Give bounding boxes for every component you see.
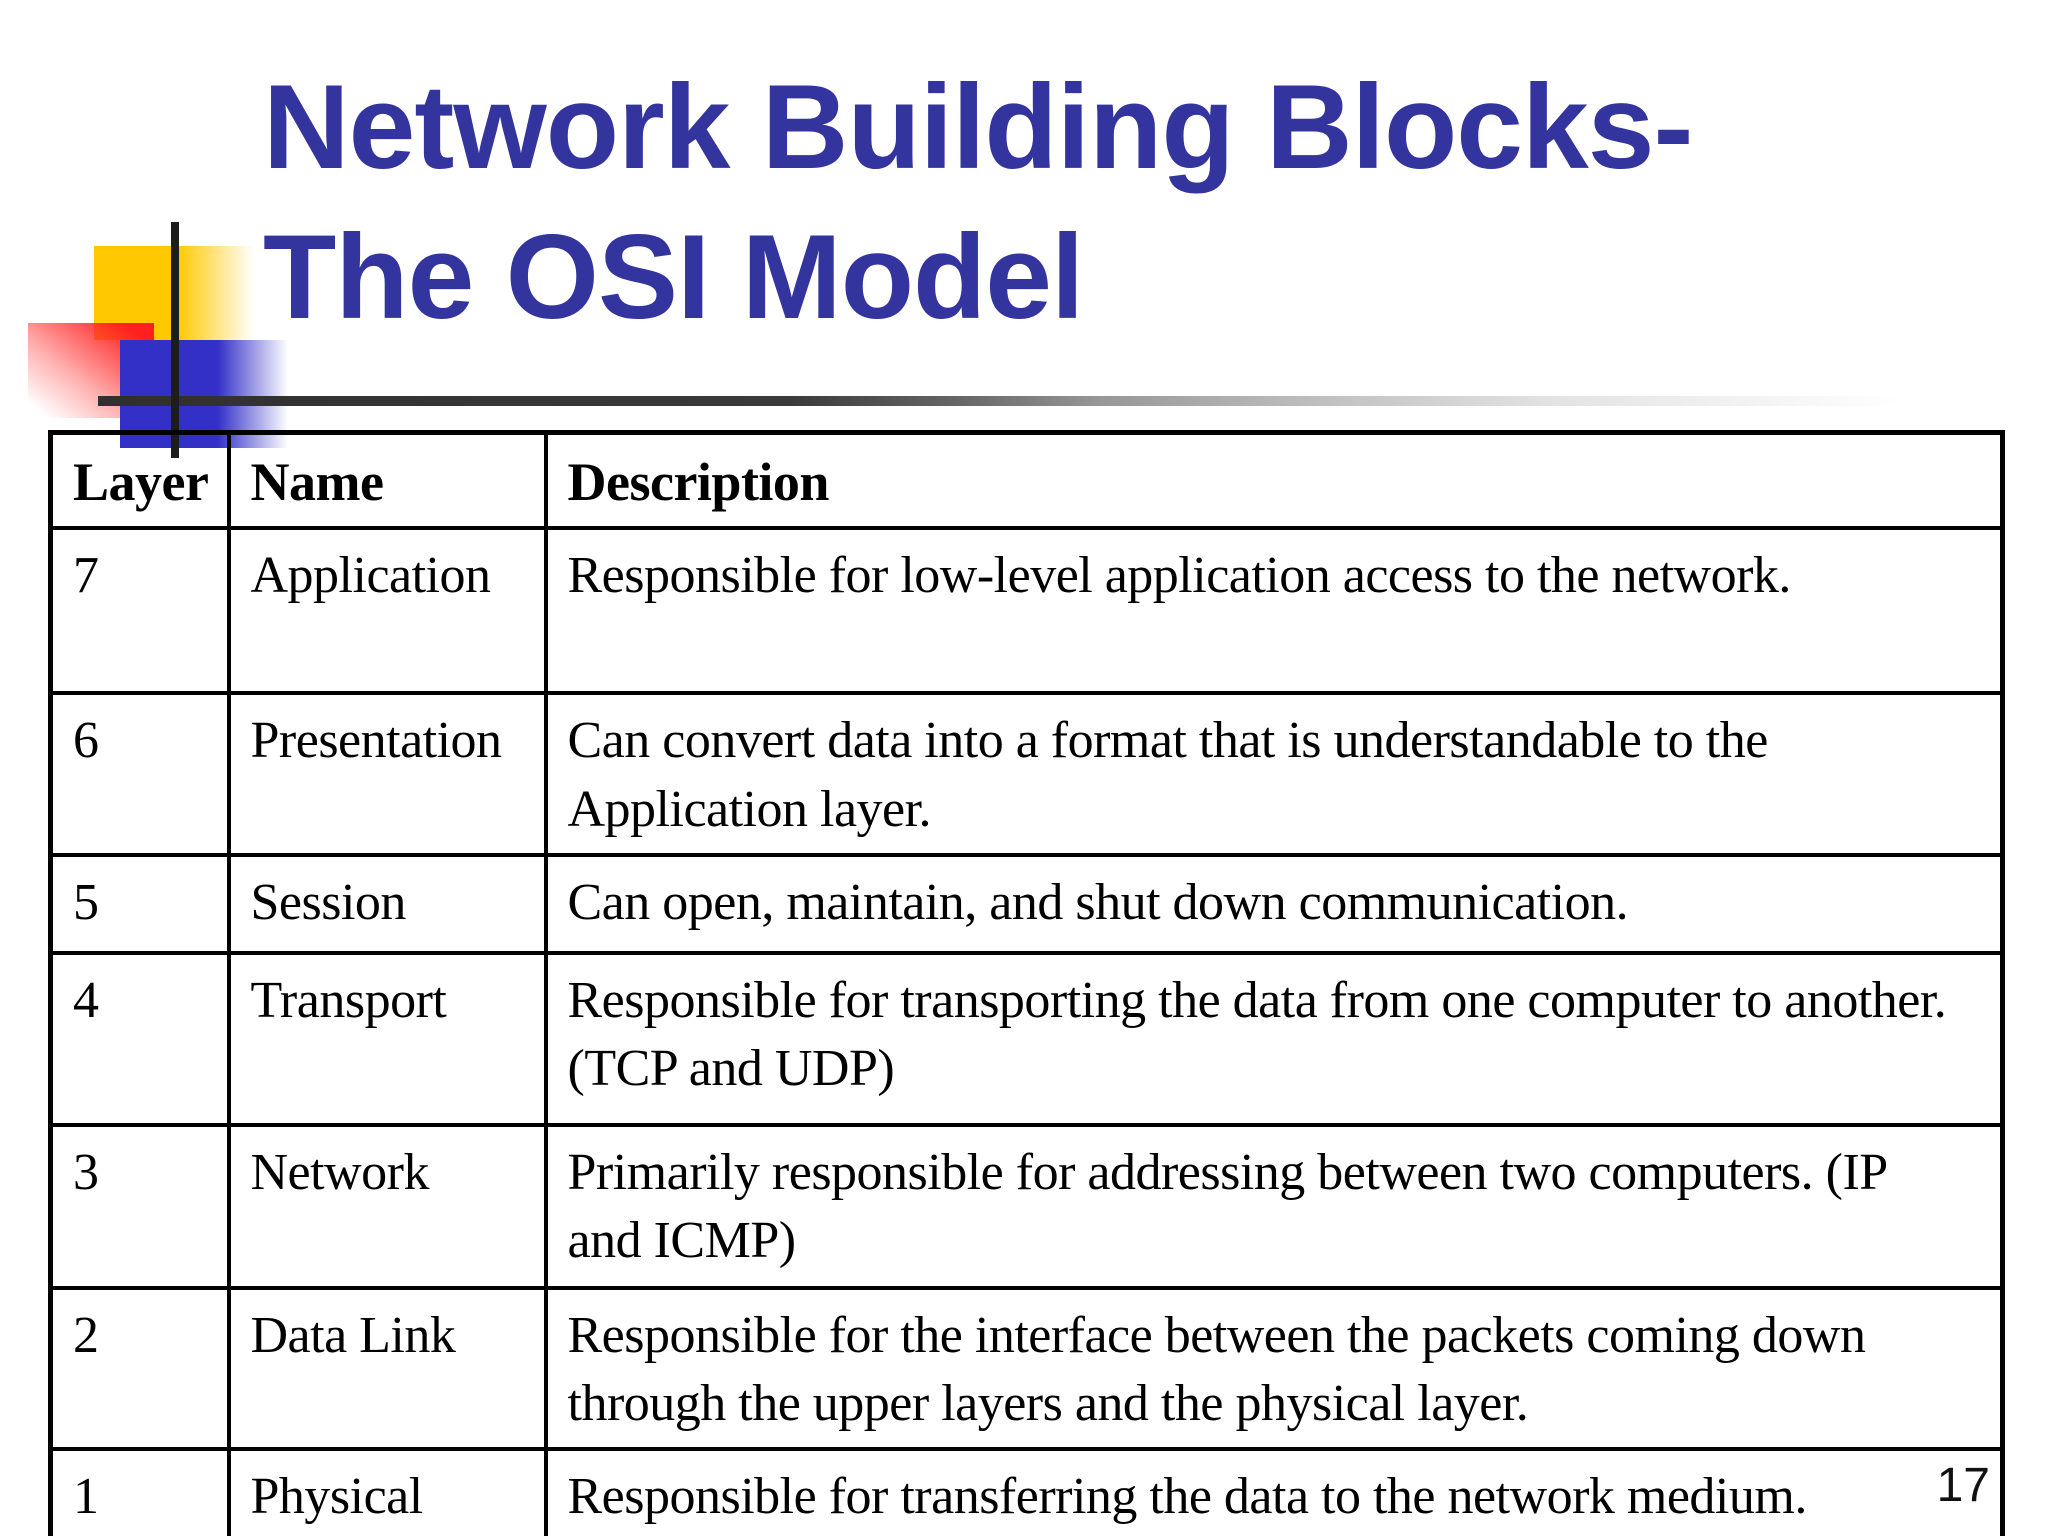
layer-number: 2 — [48, 1285, 231, 1451]
table-row: 7 Application Responsible for low-level … — [48, 526, 2005, 696]
layer-description: Responsible for low-level application ac… — [543, 526, 2005, 696]
layer-description: Can open, maintain, and shut down commun… — [543, 852, 2005, 955]
layer-description: Primarily responsible for addressing bet… — [543, 1122, 2005, 1290]
layer-number: 1 — [48, 1446, 231, 1536]
table-header-row: Layer Name Description — [48, 430, 2005, 531]
layer-description: Responsible for transporting the data fr… — [543, 950, 2005, 1127]
layer-number: 7 — [48, 526, 231, 696]
layer-number: 6 — [48, 691, 231, 857]
layer-number: 5 — [48, 852, 231, 955]
layer-name: Data Link — [226, 1285, 548, 1451]
table-row: 6 Presentation Can convert data into a f… — [48, 691, 2005, 857]
table-row: 2 Data Link Responsible for the interfac… — [48, 1285, 2005, 1451]
osi-model-table: Layer Name Description 7 Application Res… — [48, 430, 2005, 1536]
table-row: 5 Session Can open, maintain, and shut d… — [48, 852, 2005, 955]
column-header-layer: Layer — [48, 430, 231, 531]
slide-title: Network Building Blocks- The OSI Model — [263, 52, 1693, 352]
decoration-vertical-line — [171, 222, 179, 458]
layer-description: Responsible for the interface between th… — [543, 1285, 2005, 1451]
slide-title-line1: Network Building Blocks- — [263, 60, 1693, 194]
layer-number: 3 — [48, 1122, 231, 1290]
slide-title-line2: The OSI Model — [263, 210, 1084, 344]
table-row: 1 Physical Responsible for transferring … — [48, 1446, 2005, 1536]
layer-name: Physical — [226, 1446, 548, 1536]
decoration-horizontal-rule — [98, 396, 1918, 406]
layer-name: Application — [226, 526, 548, 696]
layer-name: Presentation — [226, 691, 548, 857]
layer-name: Session — [226, 852, 548, 955]
table-row: 3 Network Primarily responsible for addr… — [48, 1122, 2005, 1290]
column-header-name: Name — [226, 430, 548, 531]
page-number: 17 — [1936, 1459, 1990, 1512]
layer-name: Transport — [226, 950, 548, 1127]
layer-number: 4 — [48, 950, 231, 1127]
column-header-description: Description — [543, 430, 2005, 531]
layer-description: Responsible for transferring the data to… — [543, 1446, 2005, 1536]
table-row: 4 Transport Responsible for transporting… — [48, 950, 2005, 1127]
layer-description: Can convert data into a format that is u… — [543, 691, 2005, 857]
layer-name: Network — [226, 1122, 548, 1290]
